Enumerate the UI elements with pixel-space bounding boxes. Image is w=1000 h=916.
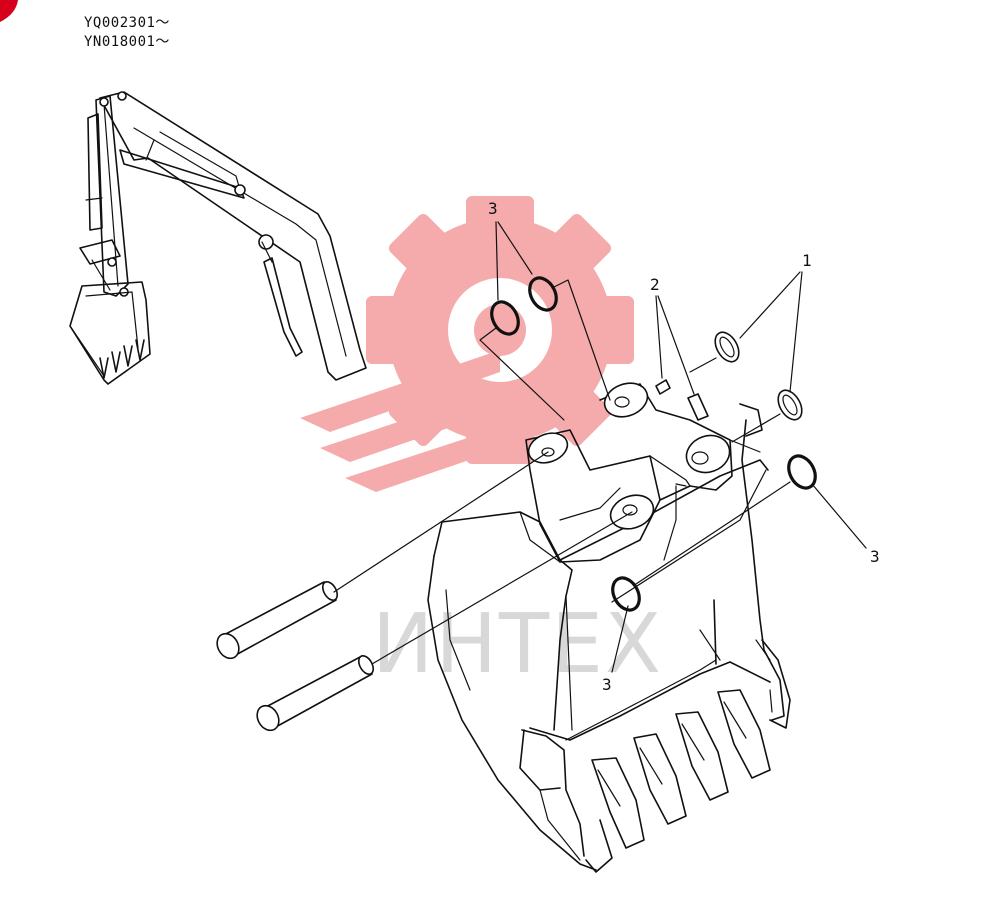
callout-ring-bottom: 3 [602,605,629,694]
bucket-assembly [427,382,791,873]
bucket-pin-upper [216,451,549,660]
callout-label: 2 [650,275,660,294]
serial-range-1: YQ002301～ [84,15,170,31]
callout-ring-left: 3 [488,199,533,301]
callout-label: 1 [802,251,812,270]
pin-bosses [527,382,731,530]
corner-mark [0,0,18,22]
callout-label: 3 [602,675,612,694]
lock-pins [655,379,709,421]
callout-washer-1: 1 [739,251,812,393]
callout-ring-right: 3 [811,483,880,566]
speed-stripes [300,350,510,492]
bucket-teeth [585,689,771,873]
assembly-lines [479,279,791,603]
serial-range-2: YN018001～ [84,34,170,50]
callout-pin-2: 2 [650,275,695,395]
watermark-text: ИНТЕХ [372,597,663,692]
callout-label: 3 [488,199,498,218]
washers [714,331,803,421]
excavator-arm-inset [69,91,367,385]
callout-label: 3 [870,547,880,566]
watermark-logo: ИНТЕХ [300,196,663,692]
bucket-pin-lower [256,511,633,732]
